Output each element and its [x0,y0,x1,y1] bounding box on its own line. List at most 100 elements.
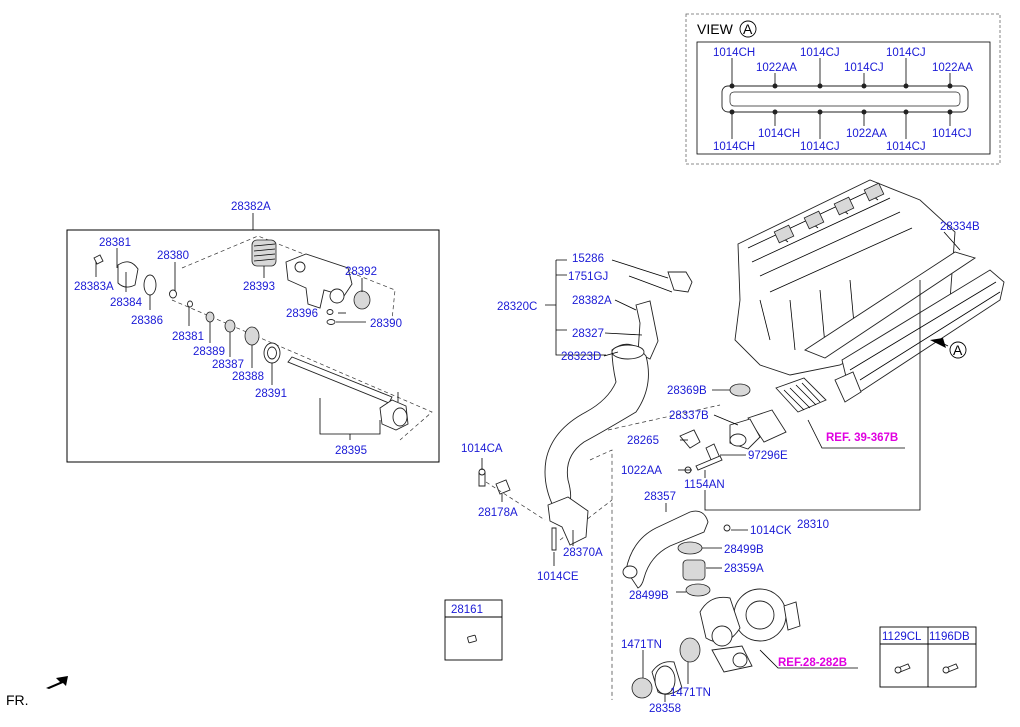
gasket-28334b [804,251,977,359]
spring-28393 [251,239,277,267]
view-top-label-1: 1014CH [713,47,755,59]
label-28358: 28358 [649,703,681,715]
label-28380: 28380 [157,250,189,262]
view-bottom-label-4: 1022AA [846,128,887,140]
view-bottom-label-3: 1014CJ [800,141,840,153]
bracket-28265 [679,429,701,449]
label-28265: 28265 [627,435,659,447]
filter-element [775,377,827,413]
group-title-label: 28382A [231,201,271,213]
label-28390: 28390 [370,318,402,330]
compressor-inlet [745,600,775,630]
intake-pipe-assembly [544,259,721,700]
gasket-inner [729,91,961,107]
bolt-1129cl-head [894,666,902,674]
view-top-label-5: 1014CJ [886,47,926,59]
clamp-28499b-b [685,583,711,597]
label-28381-a: 28381 [99,237,131,249]
filter-fins [783,382,821,411]
oring-28390 [326,319,336,325]
label-28359a: 28359A [724,563,764,575]
housing-outlet [329,288,345,304]
flange-28384 [117,261,139,288]
plug-28161 [467,634,477,644]
clip-28383a [93,254,104,265]
ref-28-282b[interactable]: REF.28-282B [778,657,847,669]
shaft-28395 [287,356,393,404]
view-a-arrow [930,338,946,348]
label-28370a: 28370A [563,547,603,559]
view-a-letter: A [743,21,753,37]
label-1014ce: 1014CE [537,571,579,583]
label-1471tn-b: 1471TN [670,687,711,699]
fr-arrow-icon [46,676,68,689]
label-28395: 28395 [335,445,367,457]
view-bottom-label-6: 1014CJ [932,128,972,140]
label-1471tn-a: 1471TN [621,639,662,651]
stud-1154an [695,455,723,471]
lower-hose-group [631,637,701,702]
view-a-title: VIEW [697,21,734,37]
bracket-28382a [635,300,659,360]
bracket-28370a [547,496,589,546]
label-28383a: 28383A [74,281,114,293]
water-pipe-group: 28382A [66,201,440,463]
label-28382a-2: 28382A [572,295,612,307]
label-28337b: 28337B [669,410,709,422]
housing-hole [294,261,306,273]
view-top-label-6: 1022AA [932,62,973,74]
label-28161: 28161 [451,604,483,616]
label-28393: 28393 [243,281,275,293]
view-bottom-label-2: 1014CH [758,128,800,140]
view-a-frame [685,13,1001,165]
gasket-bolts [729,83,953,115]
cluster-leaders [678,280,921,511]
label-28310: 28310 [797,519,829,531]
group-box [66,229,440,463]
pin-28381 [187,300,193,308]
label-28369b: 28369B [667,385,707,397]
engine-block: A [734,179,1005,403]
clamp-1471tn-a [679,637,701,663]
pipe-28357-end [622,565,638,579]
label-15286: 15286 [572,253,604,265]
label-1751gj: 1751GJ [568,271,608,283]
cam-caps [773,182,885,244]
sensor-15286 [667,271,693,293]
actuator [783,601,801,631]
pipe-28357 [625,510,709,589]
group-leaders [95,248,381,440]
boost-pipe-group [622,503,748,597]
label-28381-b: 28381 [172,331,204,343]
label-28384: 28384 [110,297,143,309]
oring-28396 [326,309,334,315]
spacer-28178a [495,479,511,495]
label-28396: 28396 [286,308,318,320]
clamp-28499b-a [677,541,703,555]
bracket-mount [478,458,589,566]
ring-28391-inner [267,346,277,360]
ref-39-367b[interactable]: REF. 39-367B [826,432,898,444]
label-28499b-b: 28499B [629,590,669,602]
label-28388: 28388 [232,371,264,383]
label-28499b-a: 28499B [724,544,764,556]
fr-label: FR. [6,692,29,708]
arrow-a-circle [949,341,967,359]
turbocharger [699,588,858,673]
label-1022aa: 1022AA [621,465,662,477]
sleeve-opening [392,407,408,427]
label-28323d: 28323D [561,351,601,363]
intake-pipe-28323d [544,343,649,509]
front-direction-marker: FR. [6,676,68,708]
turbo-port [732,652,748,668]
view-top-label-4: 1014CJ [844,62,884,74]
label-28387: 28387 [212,359,244,371]
label-1196db: 1196DB [929,631,970,643]
bolt-1196db-head [942,666,950,674]
gasket-outline [721,85,969,113]
box-bolts: 1129CL 1196DB [879,626,977,688]
view-bottom-label-1: 1014CH [713,141,755,153]
view-a-inset: VIEW A 1014CH 1022AA 1014CJ 1014CJ 1014C… [685,13,1001,165]
lower-leaders [642,650,689,702]
seal-28387 [224,319,236,333]
